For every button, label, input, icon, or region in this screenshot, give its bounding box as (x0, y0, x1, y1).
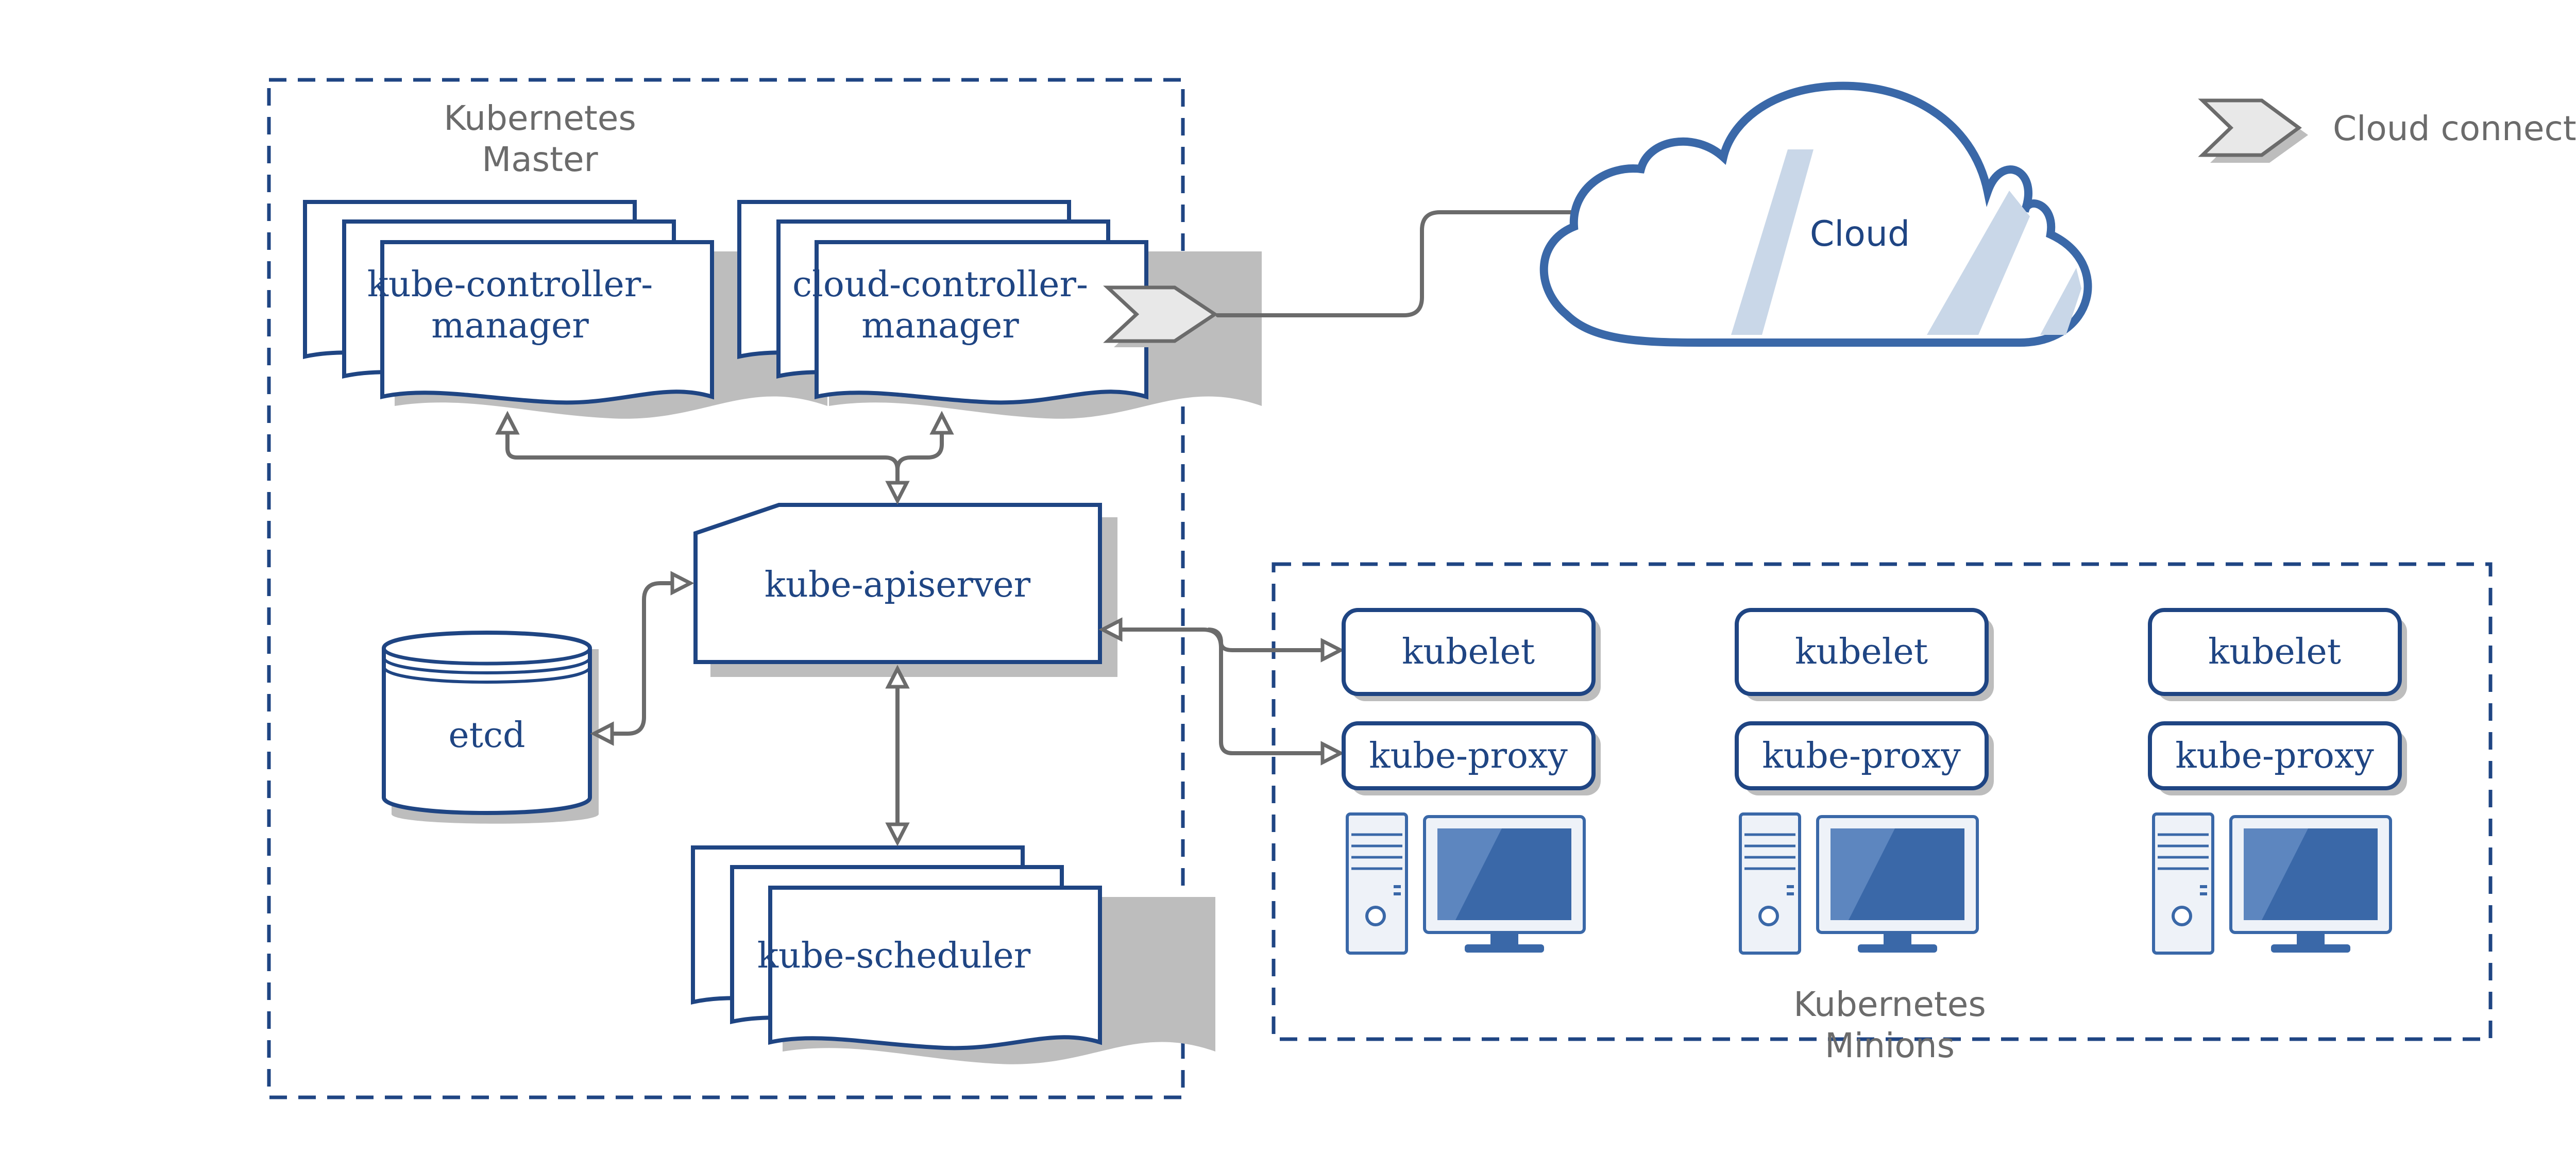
arrow-to-apiserver-left (670, 571, 694, 596)
cloud-label: Cloud (1810, 214, 1910, 255)
arrow-to-apiserver-bottom (885, 665, 910, 689)
cloud-node (1539, 81, 2092, 347)
legend-cloud-connector-icon (2198, 98, 2308, 163)
apiserver-etcd-connector (590, 571, 694, 746)
minions-title-line2: Minions (1825, 1026, 1955, 1065)
kubelet-label-1: kubelet (1402, 632, 1535, 672)
arrow-to-kube-controller-manager (495, 411, 520, 435)
kube-scheduler-label: kube-scheduler (757, 936, 1031, 976)
kube-apiserver-node (693, 503, 1117, 677)
apiserver-scheduler-connector (885, 665, 910, 846)
apiserver-minion-connector (1098, 617, 1345, 766)
master-title-line2: Master (482, 140, 598, 179)
minion-node-2 (1735, 608, 1994, 953)
kube-proxy-box-1 (1342, 721, 1596, 790)
minions-title-line1: Kubernetes (1793, 985, 1986, 1024)
computer-icon (2154, 814, 2391, 953)
computer-icon (1347, 814, 1584, 953)
minion-node-1 (1342, 608, 1601, 953)
cloud-controller-manager-label-line1: cloud-controller- (792, 264, 1088, 305)
kube-apiserver-label: kube-apiserver (765, 565, 1031, 605)
arrow-to-apiserver-right (1098, 617, 1123, 642)
kube-controller-manager-label-line2: manager (431, 306, 589, 346)
arrow-to-etcd (590, 721, 614, 746)
arrow-to-kube-proxy (1320, 741, 1345, 766)
arrow-to-kubelet (1320, 638, 1345, 663)
arrow-to-cloud-controller-manager (929, 411, 954, 435)
kube-proxy-label-1: kube-proxy (1369, 736, 1568, 776)
controllers-apiserver-connector (495, 411, 954, 505)
kube-proxy-label-3: kube-proxy (2175, 736, 2374, 776)
kube-proxy-box-3 (2148, 721, 2402, 790)
kubelet-box-1 (1342, 608, 1596, 696)
computer-icon (1740, 814, 1977, 953)
cloud-connector-icon (1103, 285, 1222, 347)
minions-group-boundary (1272, 562, 2493, 1041)
kube-controller-manager-label-line1: kube-controller- (367, 264, 653, 305)
kubelet-label-2: kubelet (1795, 632, 1928, 672)
legend-cloud-connector-label: Cloud connector (2333, 109, 2576, 148)
arrow-to-kube-scheduler (885, 822, 910, 846)
kubelet-box-2 (1735, 608, 1989, 696)
arrow-to-kube-apiserver-top (885, 481, 910, 505)
master-title-line1: Kubernetes (444, 98, 636, 138)
minion-node-3 (2148, 608, 2407, 953)
kube-proxy-box-2 (1735, 721, 1989, 790)
kubelet-box-3 (2148, 608, 2402, 696)
master-group-boundary (267, 78, 1185, 1099)
etcd-node (382, 631, 599, 824)
kubelet-label-3: kubelet (2208, 632, 2341, 672)
kube-proxy-label-2: kube-proxy (1762, 736, 1961, 776)
etcd-label: etcd (448, 715, 525, 756)
cloud-controller-manager-label-line2: manager (861, 306, 1019, 346)
